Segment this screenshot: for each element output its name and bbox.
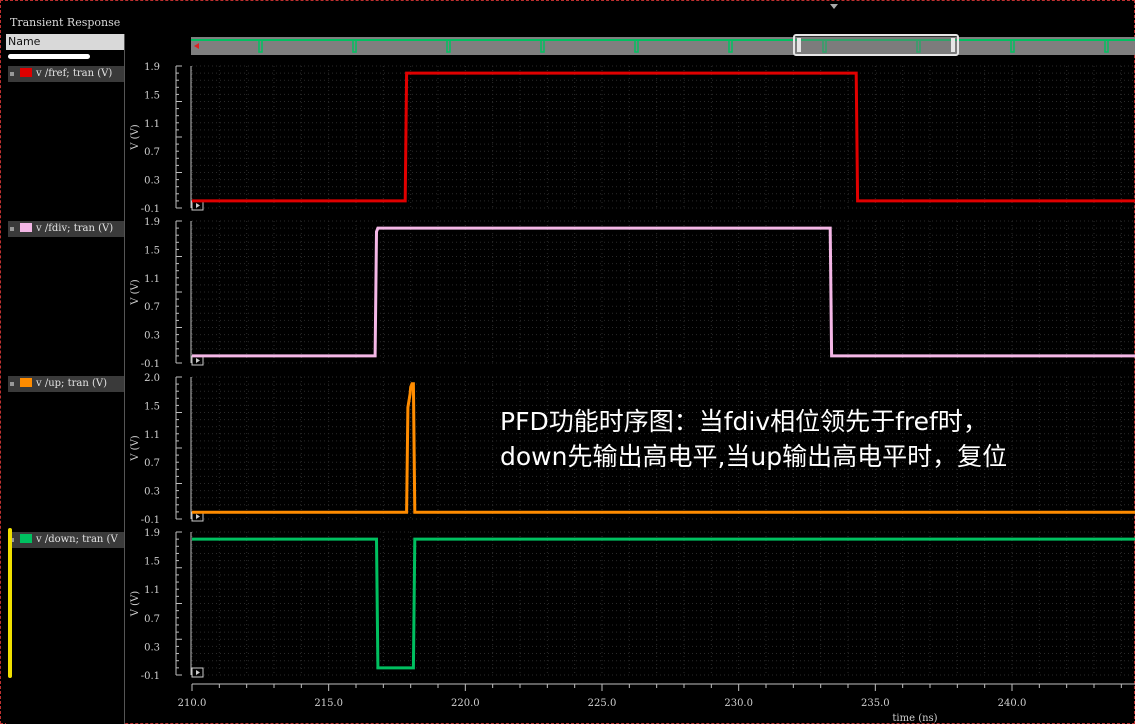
waveform-3 <box>192 537 1135 670</box>
signal-label-fref[interactable]: v /fref; tran (V) <box>8 66 124 82</box>
zoom-handle-right[interactable] <box>951 38 955 52</box>
y-tick-label: 1.5 <box>144 245 160 256</box>
color-swatch-icon <box>20 378 32 387</box>
overview-pulse <box>634 40 639 53</box>
drag-handle-icon[interactable] <box>10 227 14 231</box>
overview-waveform <box>191 39 1135 53</box>
x-tick-label: 220.0 <box>451 698 480 709</box>
y-tick-label: 1.9 <box>144 217 160 228</box>
y-tick-label: 0.3 <box>144 487 160 498</box>
overview-strip[interactable] <box>191 34 1135 56</box>
play-icon <box>196 514 200 519</box>
overview-pulse <box>352 40 357 53</box>
y-tick-label: 0.7 <box>144 458 160 469</box>
zoom-window[interactable] <box>793 34 959 56</box>
y-tick-label: -0.1 <box>141 671 160 682</box>
play-icon <box>196 203 200 208</box>
y-axis-label: V (V) <box>130 435 141 462</box>
play-icon <box>196 670 200 675</box>
y-tick-label: -0.1 <box>141 515 160 526</box>
panel-scrollbar[interactable] <box>8 54 90 59</box>
y-tick-label: 2.0 <box>144 373 160 384</box>
waveform-1 <box>192 226 1135 358</box>
y-tick-label: 0.7 <box>144 302 160 313</box>
signal-label-up[interactable]: v /up; tran (V) <box>8 376 124 392</box>
panel-marker-icon <box>191 667 204 678</box>
arrow-left-icon[interactable] <box>194 43 199 49</box>
y-tick-label: 1.9 <box>144 528 160 539</box>
selection-bar <box>8 528 12 678</box>
y-tick-label: 1.9 <box>144 62 160 73</box>
top-marker-icon <box>830 4 838 9</box>
overview-pulse <box>540 40 545 53</box>
annotation-text: PFD功能时序图：当fdiv相位领先于fref时， down先输出高电平,当up… <box>500 404 1007 474</box>
x-tick-label: 230.0 <box>724 698 753 709</box>
window-title: Transient Response <box>10 16 121 29</box>
x-tick-label: 240.0 <box>998 698 1027 709</box>
drag-handle-icon[interactable] <box>10 382 14 386</box>
color-swatch-icon <box>20 534 32 543</box>
y-tick-label: 0.7 <box>144 614 160 625</box>
drag-handle-icon[interactable] <box>10 72 14 76</box>
zoom-handle-left[interactable] <box>797 38 801 52</box>
x-tick-label: 210.0 <box>178 698 207 709</box>
overview-pulse <box>916 40 921 53</box>
y-tick-label: 1.5 <box>144 401 160 412</box>
waveform-2 <box>192 382 1135 514</box>
signal-name: v /fdiv; tran (V) <box>36 223 114 234</box>
y-tick-label: 1.1 <box>144 274 160 285</box>
y-tick-label: 0.3 <box>144 176 160 187</box>
name-column-header[interactable]: Name <box>6 34 124 50</box>
y-tick-label: 1.5 <box>144 557 160 568</box>
y-tick-label: 0.3 <box>144 331 160 342</box>
annotation-line-2: down先输出高电平,当up输出高电平时，复位 <box>500 442 1008 471</box>
x-tick-label: 225.0 <box>588 698 617 709</box>
drag-handle-icon[interactable] <box>10 538 14 542</box>
color-swatch-icon <box>20 223 32 232</box>
x-axis-label: time (ns) <box>892 713 937 724</box>
overview-pulse <box>258 40 263 53</box>
overview-pulse <box>1104 40 1109 53</box>
y-tick-label: 1.5 <box>144 90 160 101</box>
signal-name: v /down; tran (V <box>36 534 118 545</box>
signal-label-fdiv[interactable]: v /fdiv; tran (V) <box>8 221 124 237</box>
y-tick-label: -0.1 <box>141 359 160 370</box>
x-tick-label: 235.0 <box>861 698 890 709</box>
overview-pulse <box>1010 40 1015 53</box>
y-tick-label: 1.1 <box>144 119 160 130</box>
signal-name: v /up; tran (V) <box>36 378 107 389</box>
y-tick-label: 0.3 <box>144 642 160 653</box>
y-tick-label: 1.1 <box>144 430 160 441</box>
signal-name: v /fref; tran (V) <box>36 68 113 79</box>
y-tick-label: 1.1 <box>144 585 160 596</box>
y-axis-label: V (V) <box>130 591 141 618</box>
overview-pulse <box>822 40 827 53</box>
x-tick-label: 215.0 <box>314 698 343 709</box>
y-axis-label: V (V) <box>130 124 141 151</box>
overview-pulse <box>446 40 451 53</box>
signal-name-panel: Name v /fref; tran (V) v /fdiv; tran (V)… <box>6 34 125 724</box>
annotation-line-1: PFD功能时序图：当fdiv相位领先于fref时， <box>500 407 988 436</box>
play-icon <box>196 358 200 363</box>
y-tick-label: 0.7 <box>144 147 160 158</box>
overview-pulse <box>728 40 733 53</box>
y-axis-label: V (V) <box>130 279 141 306</box>
color-swatch-icon <box>20 68 32 77</box>
signal-label-down[interactable]: v /down; tran (V <box>8 532 124 548</box>
waveform-0 <box>192 71 1135 203</box>
y-tick-label: -0.1 <box>141 204 160 215</box>
